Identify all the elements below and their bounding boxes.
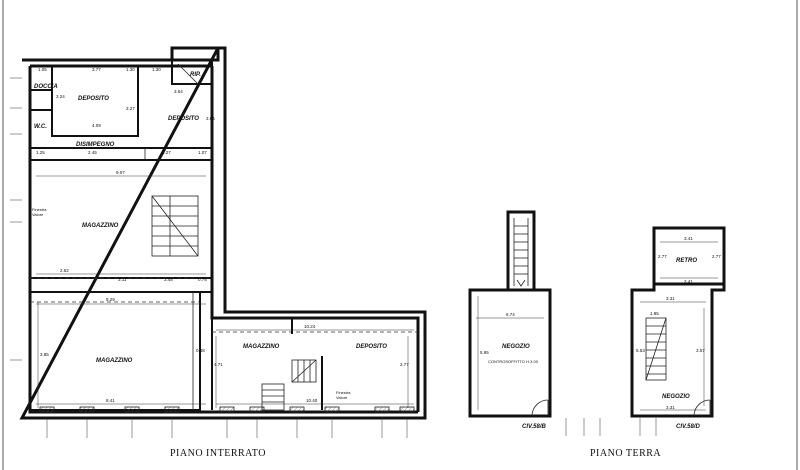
- basement-left-level-marks: [10, 77, 22, 361]
- dim-label: 1.30: [126, 67, 135, 72]
- dim-label: 3.41: [684, 236, 693, 241]
- basement-outer-wall: [19, 46, 427, 420]
- basement-room-deposito-left-walls: [51, 65, 139, 137]
- dim-label: 2.77: [712, 254, 721, 259]
- basement-room-magazzino-upper-walls: [29, 159, 213, 279]
- room-controsoffitto-label: CONTROSOFFITTO H.3.00: [488, 359, 539, 364]
- dim-label: 3.31: [666, 296, 675, 301]
- room-rip-label: RIP.: [190, 72, 201, 78]
- caption-piano-interrato: PIANO INTERRATO: [170, 448, 266, 459]
- dim-label: 8.41: [106, 398, 115, 403]
- ground-door-swing-left: [531, 399, 549, 417]
- dim-label: 2.45: [88, 150, 97, 155]
- dim-label: 1.85: [650, 311, 659, 316]
- room-deposito-far-right-label: DEPOSITO: [356, 344, 387, 350]
- basement-room-magazzino-lower-walls: [29, 291, 201, 411]
- room-negozio-right-label: NEGOZIO: [662, 394, 690, 400]
- dim-label: 10.40: [306, 398, 318, 403]
- dim-label: 5.95: [480, 350, 489, 355]
- room-magazzino-upper-label: MAGAZZINO: [82, 223, 119, 229]
- room-disimpegno-label: DISIMPEGNO: [76, 142, 115, 148]
- dim-label: 1.05: [38, 67, 47, 72]
- dim-label: 3.24: [56, 94, 65, 99]
- dim-label: 3.57: [696, 348, 705, 353]
- dim-label: 0.75: [198, 277, 207, 282]
- ground-floor-plan: NEGOZIO CONTROSOFFITTO H.3.00 6.74 5.95 …: [468, 210, 726, 459]
- ground-level-ticks-right: [639, 418, 657, 436]
- dim-label: 3.48: [164, 277, 173, 282]
- room-deposito-left-label: DEPOSITO: [78, 96, 109, 102]
- dim-label: 4.09: [92, 123, 101, 128]
- dim-label: 2.77: [658, 254, 667, 259]
- dim-label: 3.64: [174, 89, 183, 94]
- ground-stair-tower-left: [506, 210, 536, 292]
- room-doccia-label: DOCCIA: [34, 84, 58, 90]
- dim-label: 5.53: [636, 348, 645, 353]
- ground-room-negozio-left-walls: [468, 288, 552, 418]
- window-note-b-right: Valore: [336, 395, 348, 400]
- dim-label: 4.71: [214, 362, 223, 367]
- dim-label: 9.07: [116, 170, 125, 175]
- window-note-b: Valore: [32, 212, 44, 217]
- dim-label: 1.30: [152, 67, 161, 72]
- dim-label: 3.27: [162, 150, 171, 155]
- window-note-a: Finestra: [32, 207, 47, 212]
- civ-58d-label: CIV.58/D: [676, 424, 700, 430]
- basement-plan: DOCCIA W.C. DEPOSITO DEPOSITO RIP. DISIM…: [10, 46, 427, 459]
- dim-label: 3.64: [206, 116, 215, 121]
- dim-label: 2.62: [60, 268, 69, 273]
- basement-staircase-upper: [151, 195, 199, 257]
- dim-label: 6.74: [506, 312, 515, 317]
- room-wc-label: W.C.: [34, 124, 47, 130]
- window-note-a-right: Finestra: [336, 390, 351, 395]
- dim-label: 3.77: [92, 67, 101, 72]
- room-magazzino-lower-label: MAGAZZINO: [96, 358, 133, 364]
- room-retro-label: RETRO: [676, 258, 697, 264]
- basement-staircase-lower: [261, 359, 317, 411]
- dim-label: 2.77: [400, 362, 409, 367]
- dim-label: 3.85: [40, 352, 49, 357]
- ground-room-negozio-right-walls: [630, 284, 726, 418]
- ground-room-retro-walls: [652, 226, 726, 286]
- ground-staircase-right: [645, 317, 667, 381]
- dim-label: 9.29: [106, 297, 115, 302]
- dim-label: 3.27: [126, 106, 135, 111]
- basement-room-rip-walls: [171, 59, 213, 85]
- basement-level-ticks: [46, 418, 408, 438]
- dim-label: 3.41: [684, 279, 693, 284]
- room-deposito-right-label: DEPOSITO: [168, 116, 199, 122]
- basement-window-marks: [39, 406, 415, 413]
- room-magazzino-right-label: MAGAZZINO: [243, 344, 280, 350]
- dim-label: 1.07: [198, 150, 207, 155]
- ground-level-ticks-left: [565, 418, 601, 436]
- civ-58b-label: CIV.58/B: [522, 424, 546, 430]
- dim-label: 10.24: [304, 324, 316, 329]
- dim-label: 1.25: [36, 150, 45, 155]
- dim-label: 0.48: [196, 348, 205, 353]
- dim-label: 3.31: [666, 405, 675, 410]
- room-negozio-left-label: NEGOZIO: [502, 344, 530, 350]
- dim-label: 3.11: [118, 277, 127, 282]
- caption-piano-terra: PIANO TERRA: [590, 448, 661, 459]
- ground-door-swing-right: [693, 399, 711, 417]
